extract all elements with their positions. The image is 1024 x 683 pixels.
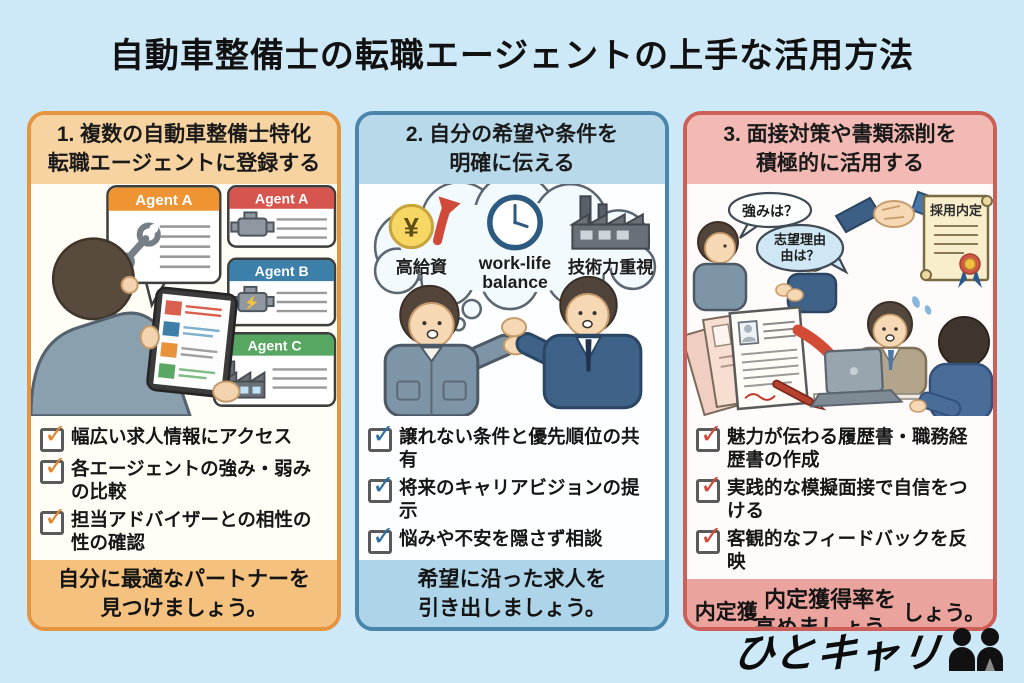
svg-text:由は？: 由は？ <box>780 248 819 263</box>
panel3-heading: 3. 面接対策や書類添削を 積極的に活用する <box>687 115 993 184</box>
checkbox-icon: ✓ <box>368 472 395 504</box>
footer-line: 希望に沿った求人を <box>417 567 607 591</box>
text-lines <box>272 368 327 389</box>
checkbox-icon: ✓ <box>40 504 67 536</box>
text-lines <box>276 218 327 239</box>
panel3-illustration: 強みは？ 志望理由 由は？ <box>687 184 993 416</box>
person-right-hand <box>212 380 241 403</box>
thought-label: balance <box>482 272 548 292</box>
panel1-footer: 自分に最適なパートナーを 見つけましょう。 <box>31 560 337 627</box>
factory-icon <box>568 195 650 250</box>
footer-line: 見つけましょう。 <box>100 596 268 620</box>
checklist-item: ✓ 魅力が伝わる履歴書・職務経歴書の作成 <box>696 421 984 471</box>
checklist-item: ✓ 各エージェントの強み・弱みの比較 <box>40 453 328 503</box>
panel1-illustration: Agent A <box>31 184 337 416</box>
thought-label: work-life <box>478 253 552 273</box>
svg-text:Agent C: Agent C <box>248 337 302 353</box>
tablet <box>146 286 238 398</box>
svg-text:志望理由: 志望理由 <box>774 232 826 247</box>
person-hair <box>51 237 135 321</box>
checkbox-icon: ✓ <box>696 421 723 452</box>
panel-use-interview-prep: 3. 面接対策や書類添削を 積極的に活用する <box>683 111 997 631</box>
checkbox-icon: ✓ <box>368 421 395 452</box>
brand-logo: ひとキャリ <box>730 619 1008 679</box>
panel3-footer: 内定獲 内定獲得率を 高めましょう。 しょう。 <box>687 579 993 631</box>
thought-label: 技術力重視 <box>568 257 654 277</box>
text-lines <box>276 291 327 313</box>
heading-line: 1. 複数の自動車整備士特化 <box>56 123 312 147</box>
panel1-heading: 1. 複数の自動車整備士特化 転職エージェントに登録する <box>31 115 337 184</box>
footer-text-main: 内定獲得率を 高めましょう。 <box>753 587 907 631</box>
checklist-item: ✓ 将来のキャリアビジョンの提示 <box>368 472 656 522</box>
engine-icon <box>230 211 275 237</box>
panels-row: 1. 複数の自動車整備士特化 転職エージェントに登録する Agent A <box>27 111 997 631</box>
panel2-illustration-svg: ¥ 高給資 work-life balance <box>373 184 657 416</box>
agent-person <box>500 275 643 410</box>
footer-overlapping-text: 内定獲 内定獲得率を 高めましょう。 しょう。 <box>687 586 993 631</box>
footer-line: 引き出しましょう。 <box>418 596 606 620</box>
heading-line: 明確に伝える <box>449 151 575 175</box>
yen-coin-rising-arrow-icon: ¥ <box>388 196 461 250</box>
panel-register-multiple-agents: 1. 複数の自動車整備士特化 転職エージェントに登録する Agent A <box>27 111 341 631</box>
agent-card-a-orange: Agent A <box>106 184 222 309</box>
person-ear <box>120 275 139 294</box>
panel1-illustration-svg: Agent A <box>31 184 337 416</box>
panel2-heading: 2. 自分の希望や条件を 明確に伝える <box>359 115 665 184</box>
mock-interview-scene <box>809 296 993 416</box>
checkbox-icon: ✓ <box>40 453 67 484</box>
checkbox-icon: ✓ <box>40 421 67 452</box>
checklist-item: ✓ 実践的な模擬面接で自信をつける <box>696 472 984 522</box>
footer-text-fragment: 内定獲 <box>694 601 758 625</box>
heading-line: 3. 面接対策や書類添削を <box>723 123 957 147</box>
page-title: 自動車整備士の転職エージェントの上手な活用方法 <box>109 37 915 75</box>
panel2-illustration: ¥ 高給資 work-life balance <box>359 184 665 416</box>
heading-line: 積極的に活用する <box>756 151 924 175</box>
person-holding-tablet <box>31 237 241 416</box>
two-people-icon <box>949 628 1003 671</box>
job-offer-certificate: 採用内定 <box>920 194 993 288</box>
laptop-icon <box>809 347 904 408</box>
footer-text-fragment: しょう。 <box>902 602 986 626</box>
person-left-hand <box>139 325 160 350</box>
agent-card-b: Agent B <box>209 257 337 327</box>
agent-card-a-red: Agent A <box>227 184 337 248</box>
speech-bubble-strengths: 強みは？ <box>727 191 813 239</box>
mechanic-person <box>383 284 530 416</box>
speech-bubble-motivation: 志望理由 由は？ <box>755 223 849 275</box>
heading-line: 2. 自分の希望や条件を <box>405 123 619 147</box>
checkbox-icon: ✓ <box>696 523 723 555</box>
thought-label: 高給資 <box>396 257 447 277</box>
checkbox-icon: ✓ <box>696 472 723 504</box>
svg-text:¥: ¥ <box>404 212 419 243</box>
svg-text:Agent A: Agent A <box>255 190 308 206</box>
checklist-item: ✓ 譲れない条件と優先順位の共有 <box>368 421 656 471</box>
clock-icon <box>487 194 543 251</box>
rosette-ribbon-icon <box>958 253 982 288</box>
brand-logo-text: ひとキャリ <box>730 630 946 676</box>
heading-line: 転職エージェントに登録する <box>47 151 321 175</box>
resume-documents <box>687 305 827 416</box>
checklist-item: ✓ 担当アドバイザーとの相性の性の確認 <box>40 504 328 554</box>
panel2-footer: 希望に沿った求人を 引き出しましょう。 <box>359 560 665 627</box>
panel1-checklist: ✓ 幅広い求人情報にアクセス ✓ 各エージェントの強み・弱みの比較 ✓ 担当アド… <box>31 420 337 560</box>
panel2-checklist: ✓ 譲れない条件と優先順位の共有 ✓ 将来のキャリアビジョンの提示 ✓ 悩みや不… <box>359 420 665 560</box>
text-lines <box>159 225 211 269</box>
svg-text:採用内定: 採用内定 <box>930 203 982 218</box>
svg-text:Agent B: Agent B <box>255 263 309 279</box>
panel3-checklist: ✓ 魅力が伝わる履歴書・職務経歴書の作成 ✓ 実践的な模擬面接で自信をつける ✓… <box>687 420 993 579</box>
checklist-item: ✓ 幅広い求人情報にアクセス <box>40 421 328 452</box>
svg-text:Agent A: Agent A <box>135 192 192 209</box>
checklist-item: ✓ 悩みや不安を隠さず相談 <box>368 523 656 555</box>
panel-communicate-wishes: 2. 自分の希望や条件を 明確に伝える <box>355 111 669 631</box>
svg-text:強みは？: 強みは？ <box>742 203 798 219</box>
panel3-illustration-svg: 強みは？ 志望理由 由は？ <box>687 190 993 416</box>
footer-line: 自分に最適なパートナーを <box>58 567 310 591</box>
checkbox-icon: ✓ <box>368 523 395 555</box>
checklist-item: ✓ 客観的なフィードバックを反映 <box>696 523 984 573</box>
